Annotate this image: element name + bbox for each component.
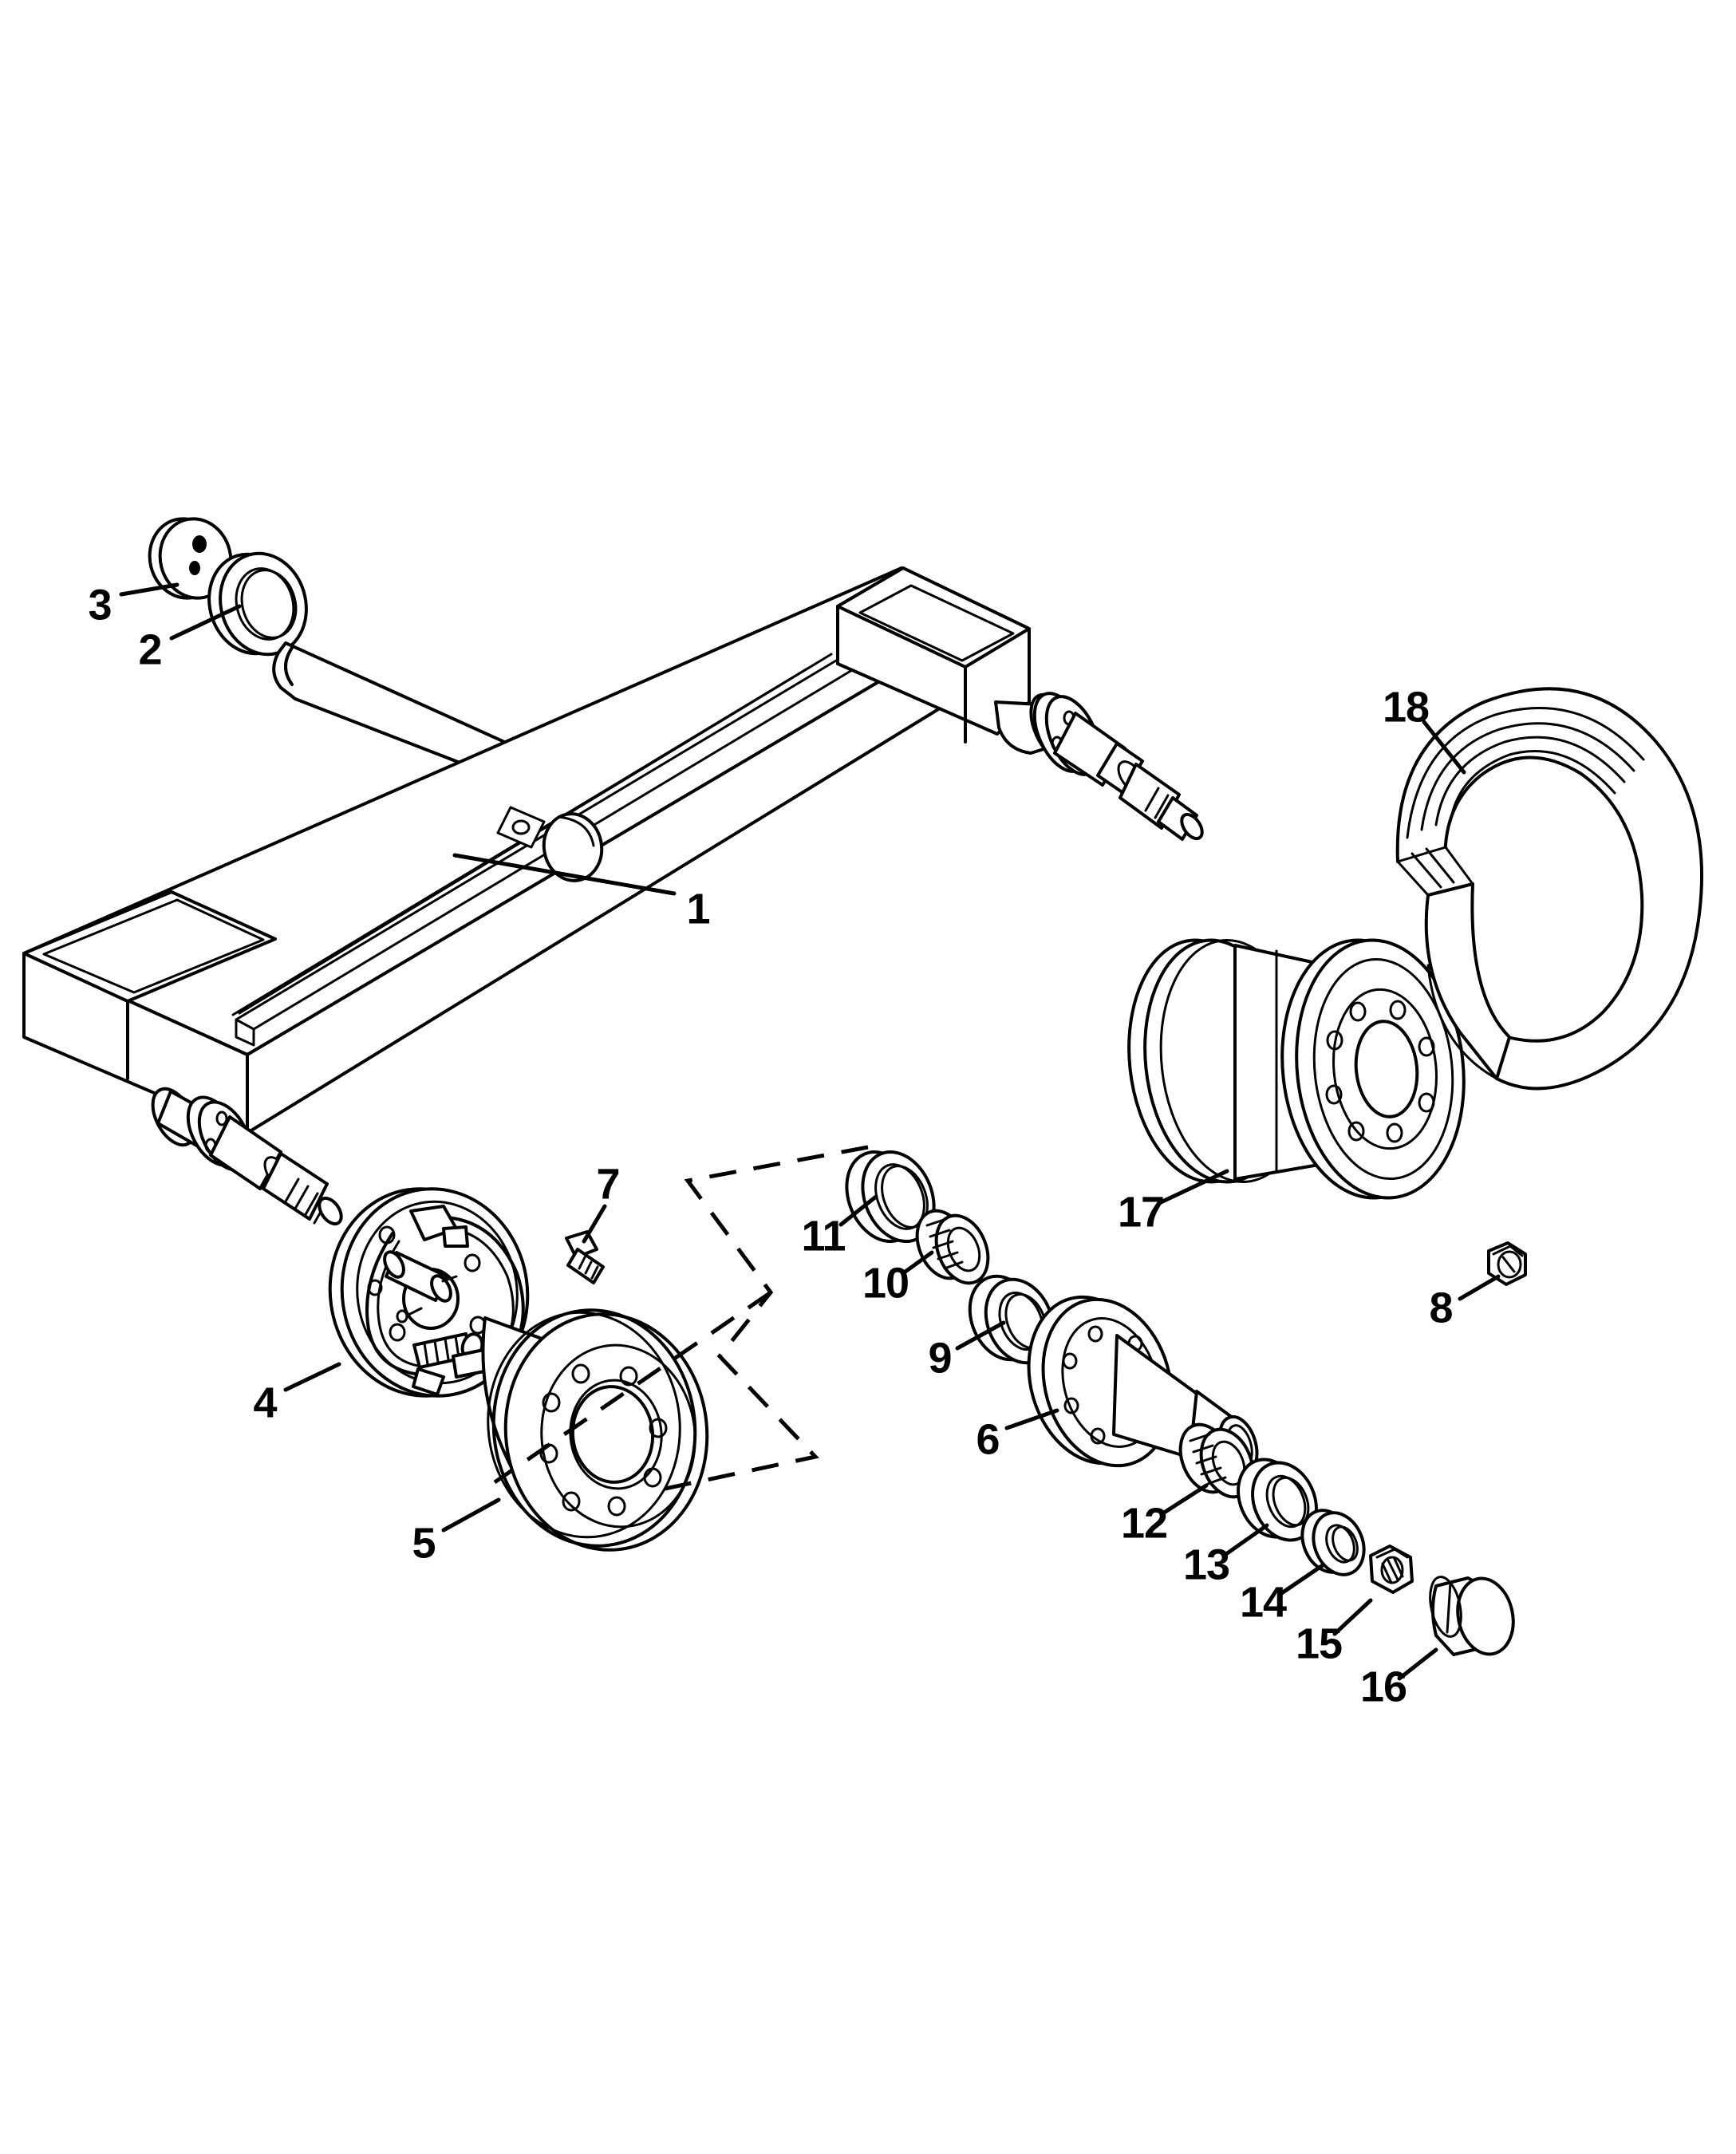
leader-line-7 — [582, 1204, 607, 1244]
leader-line-13 — [1221, 1523, 1269, 1558]
leader-line-1 — [452, 853, 677, 896]
part-wheel-rim — [1127, 938, 1466, 1200]
leader-line-6 — [1004, 1408, 1059, 1430]
part-castle-nut — [1369, 1544, 1414, 1594]
leader-line-9 — [955, 1320, 1006, 1351]
callout-12-inner-bearing-cone[interactable]: 12 — [1121, 1499, 1168, 1547]
callout-16-hub-dust-cap[interactable]: 16 — [1360, 1663, 1407, 1710]
callout-14-spindle-washer[interactable]: 14 — [1240, 1578, 1288, 1626]
leader-line-12 — [1159, 1483, 1209, 1517]
callout-10-outer-bearing-cone[interactable]: 10 — [862, 1259, 909, 1307]
part-axle-beam — [22, 566, 1031, 1134]
part-inner-bearing-cup — [1237, 1458, 1318, 1542]
leader-line-11 — [838, 1194, 878, 1227]
part-bleeder-bolt — [565, 1230, 605, 1284]
callout-17-wheel-rim[interactable]: 17 — [1118, 1188, 1165, 1236]
right-spindle — [994, 692, 1204, 841]
callout-4-brake-backing-plate[interactable]: 4 — [253, 1379, 278, 1426]
leader-line-3 — [119, 582, 180, 597]
part-brake-drum — [481, 1308, 709, 1552]
leader-line-18 — [1422, 720, 1466, 775]
callout-5-brake-drum[interactable]: 5 — [412, 1519, 436, 1567]
callout-18-tire[interactable]: 18 — [1383, 683, 1430, 731]
part-outer-bearing-cone — [915, 1209, 990, 1285]
callout-2-bushing-washer[interactable]: 2 — [138, 625, 162, 673]
callout-9-outer-bearing-cup[interactable]: 9 — [928, 1334, 952, 1382]
leader-line-17 — [1157, 1169, 1229, 1205]
part-hub-dust-cap — [1429, 1576, 1515, 1656]
leader-line-4 — [283, 1362, 341, 1392]
callout-8-lug-nut[interactable]: 8 — [1429, 1284, 1453, 1331]
leader-line-10 — [901, 1250, 934, 1276]
callout-6-wheel-hub[interactable]: 6 — [976, 1415, 1000, 1463]
leader-line-14 — [1278, 1563, 1325, 1596]
part-bushing-washer — [207, 551, 308, 657]
leader-lines — [119, 582, 1501, 1681]
left-spindle — [151, 1087, 343, 1226]
leader-line-16 — [1397, 1647, 1438, 1681]
leader-line-8 — [1458, 1274, 1501, 1301]
part-brake-backing-plate — [328, 1187, 530, 1398]
callout-15-castle-nut[interactable]: 15 — [1296, 1619, 1343, 1667]
callout-7-bleeder-bolt[interactable]: 7 — [596, 1160, 620, 1208]
callout-1-axle-beam[interactable]: 1 — [686, 885, 710, 933]
part-spindle-washer — [1300, 1509, 1366, 1576]
part-tire — [1395, 687, 1703, 1091]
part-outer-bearing-cup — [968, 1274, 1055, 1365]
leader-line-5 — [441, 1497, 501, 1533]
callout-11-grease-seal[interactable]: 11 — [801, 1212, 846, 1260]
part-grease-seal — [845, 1150, 936, 1244]
leader-line-2 — [169, 604, 242, 641]
callout-13-inner-bearing-cup[interactable]: 13 — [1183, 1541, 1230, 1588]
assembly-grouping-bracket — [493, 1145, 869, 1494]
callout-3-end-cap[interactable]: 3 — [88, 581, 112, 629]
leader-line-15 — [1332, 1598, 1373, 1636]
part-lug-nut — [1487, 1241, 1527, 1286]
